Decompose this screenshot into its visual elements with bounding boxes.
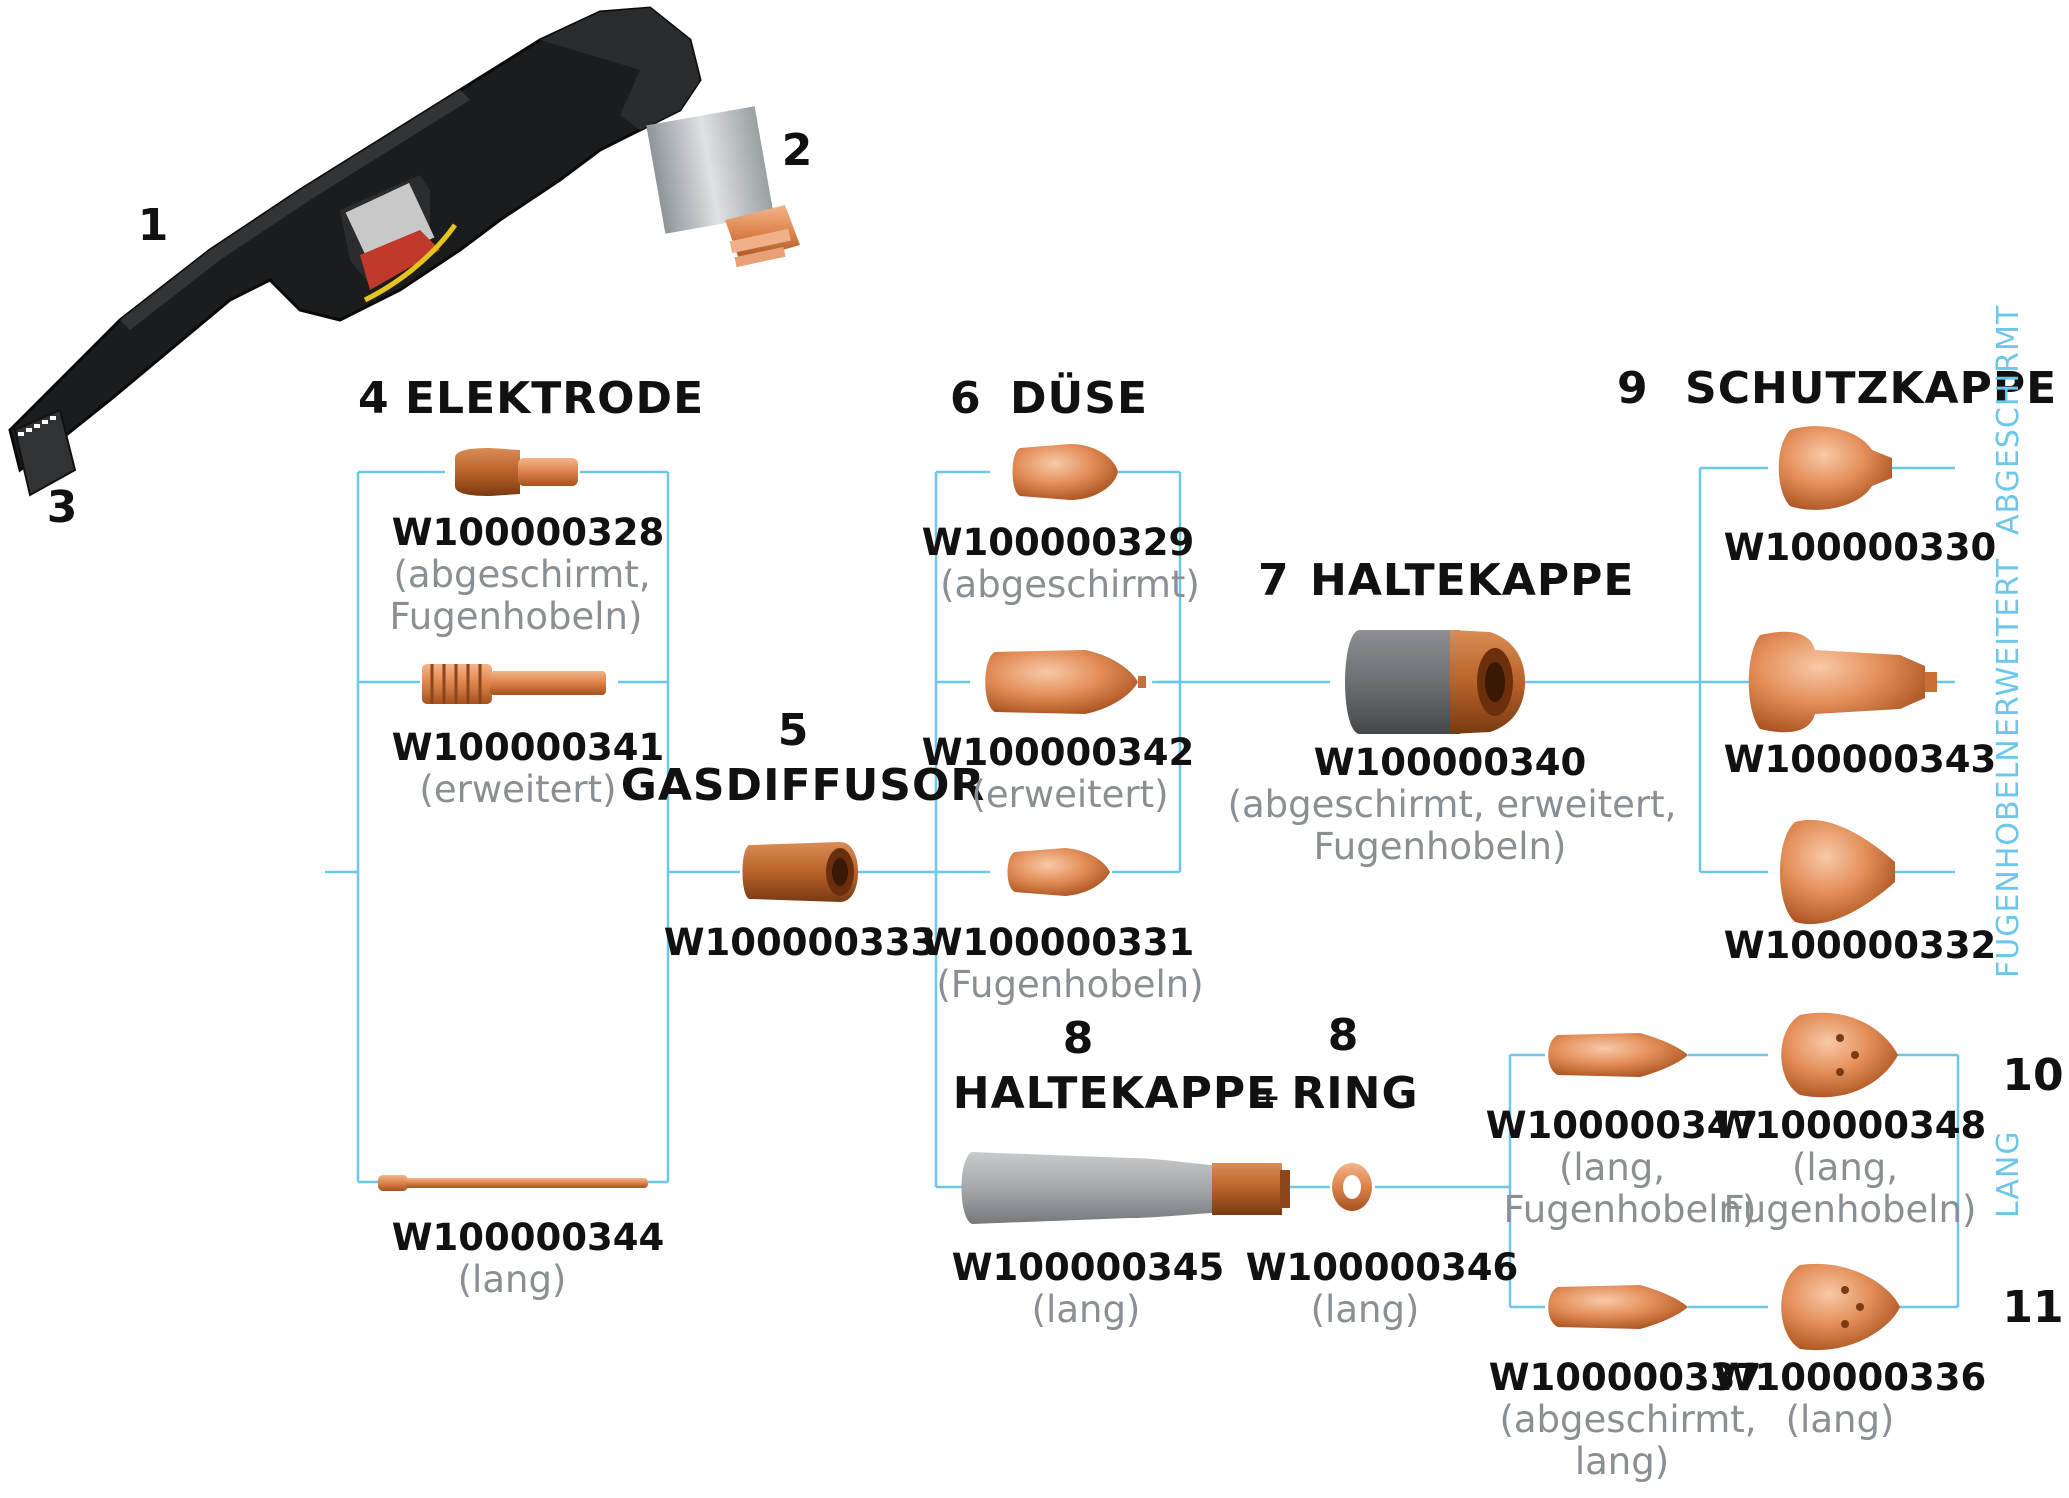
diffuser-group-number: 5	[778, 705, 809, 756]
part-number-348: W100000348	[1714, 1104, 1987, 1147]
shield-cap-group-title: SCHUTZKAPPE	[1685, 363, 2057, 414]
part-note-342: (erweitert)	[971, 773, 1168, 816]
nozzle-342-image	[985, 650, 1146, 714]
row-number-10: 10	[2002, 1050, 2063, 1101]
part-number-341: W100000341	[392, 726, 665, 769]
part-note-347-line2: Fugenhobeln)	[1504, 1188, 1757, 1231]
part-number-344: W100000344	[392, 1216, 665, 1259]
part-number-345: W100000345	[952, 1246, 1225, 1289]
electrode-328-image	[455, 448, 578, 496]
part-note-340-line1: (abgeschirmt, erweitert,	[1228, 783, 1677, 826]
part-note-329: (abgeschirmt)	[940, 563, 1200, 606]
side-label-extended: ERWEITERT	[1991, 558, 2026, 737]
nozzle-group-number: 6	[950, 373, 981, 424]
ring-346-image	[1332, 1163, 1372, 1211]
part-note-337-line1: (abgeschirmt,	[1499, 1398, 1756, 1441]
part-number-336: W100000336	[1714, 1356, 1987, 1399]
plasma-torch-illustration	[8, 6, 800, 497]
part-number-337: W100000337	[1489, 1356, 1762, 1399]
part-number-330: W100000330	[1724, 526, 1997, 569]
part-note-328-line1: (abgeschirmt,	[393, 553, 650, 596]
shield-cap-330-image	[1778, 426, 1892, 510]
ring-group-number: 8	[1328, 1010, 1359, 1061]
part-note-340-line2: Fugenhobeln)	[1314, 825, 1567, 868]
nozzle-337-image	[1548, 1285, 1688, 1329]
long-cap-group-number: 8	[1063, 1013, 1094, 1064]
part-note-337-line2: lang)	[1575, 1440, 1669, 1483]
part-number-333: W100000333	[664, 921, 937, 964]
retaining-cap-group-number: 7	[1258, 555, 1289, 606]
shield-cap-336-image	[1781, 1263, 1900, 1351]
plus-sign: +	[1255, 1081, 1280, 1116]
nozzle-329-image	[1012, 444, 1118, 500]
part-number-343: W100000343	[1724, 738, 1997, 781]
shield-cap-343-image	[1748, 631, 1937, 733]
part-note-348-line1: (lang,	[1792, 1146, 1898, 1189]
gas-diffuser-333-image	[742, 842, 858, 902]
torch-callout-3: 3	[47, 482, 78, 533]
part-number-342: W100000342	[922, 731, 1195, 774]
shield-cap-group-number: 9	[1617, 363, 1648, 414]
electrode-group-number: 4	[358, 373, 389, 424]
long-cap-group-title: HALTEKAPPE	[953, 1068, 1277, 1119]
nozzle-331-image	[1007, 848, 1110, 896]
torch-callout-1: 1	[138, 200, 169, 251]
torch-callout-2: 2	[782, 125, 813, 176]
part-number-340: W100000340	[1314, 741, 1587, 784]
part-number-329: W100000329	[922, 521, 1195, 564]
diffuser-group-title: GASDIFFUSOR	[621, 760, 986, 811]
side-label-gouging: FUGENHOBELN	[1991, 738, 2026, 978]
ring-group-title: RING	[1291, 1068, 1418, 1119]
part-note-336: (lang)	[1786, 1398, 1895, 1441]
connector-lines	[325, 466, 1960, 1309]
shield-cap-332-image	[1780, 819, 1895, 925]
part-number-331: W100000331	[922, 921, 1195, 964]
retaining-cap-340-image	[1345, 630, 1525, 734]
retaining-cap-group-title: HALTEKAPPE	[1310, 555, 1634, 606]
side-label-shielded: ABGESCHIRMT	[1991, 305, 2026, 535]
part-number-332: W100000332	[1724, 924, 1997, 967]
part-note-345: (lang)	[1032, 1288, 1141, 1331]
side-label-long: LANG	[1991, 1130, 2026, 1218]
part-note-347-line1: (lang,	[1559, 1146, 1665, 1189]
row-number-11: 11	[2002, 1282, 2063, 1333]
part-note-346: (lang)	[1311, 1288, 1420, 1331]
part-number-346: W100000346	[1246, 1246, 1519, 1289]
nozzle-347-image	[1548, 1033, 1688, 1077]
part-note-331: (Fugenhobeln)	[936, 963, 1203, 1006]
part-number-328: W100000328	[392, 511, 665, 554]
electrode-341-image	[422, 664, 606, 704]
nozzle-group-title: DÜSE	[1010, 371, 1148, 424]
shield-cap-348-image	[1781, 1012, 1898, 1098]
electrode-344-image	[378, 1175, 648, 1191]
part-note-344: (lang)	[458, 1258, 567, 1301]
long-retaining-cap-345-image	[961, 1152, 1290, 1224]
electrode-group-title: ELEKTRODE	[405, 373, 704, 424]
part-note-341: (erweitert)	[419, 768, 616, 811]
part-note-348-line2: Fugenhobeln)	[1724, 1188, 1977, 1231]
part-note-328-line2: Fugenhobeln)	[390, 595, 643, 638]
part-number-347: W100000347	[1486, 1104, 1759, 1147]
